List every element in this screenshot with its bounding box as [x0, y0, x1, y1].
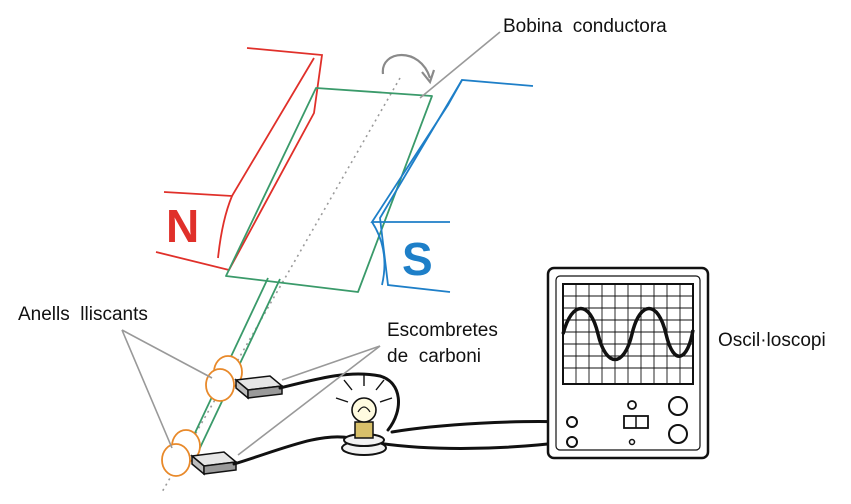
south-pole-label: S	[402, 233, 433, 285]
brushes-label-line2: de carboni	[387, 346, 481, 367]
north-pole-label: N	[166, 200, 199, 252]
control-dial-small	[627, 400, 637, 410]
south-magnet	[370, 79, 534, 293]
input-terminal-top	[566, 416, 578, 428]
coil-label: Bobina conductora	[503, 16, 667, 37]
slip-rings-label: Anells lliscants	[18, 304, 148, 325]
slip-ring-bottom	[161, 429, 201, 477]
rotation-axis	[161, 77, 401, 493]
oscilloscope	[546, 266, 710, 460]
input-terminal-bottom	[566, 436, 578, 448]
control-knob-top	[668, 396, 688, 416]
brushes-label-line1: Escombretes	[387, 320, 498, 341]
control-knob-bottom	[668, 424, 688, 444]
control-dot	[628, 438, 636, 446]
sine-wave-signal	[561, 306, 695, 362]
curved-arrow-icon	[381, 53, 436, 85]
oscilloscope-label: Oscil·loscopi	[718, 330, 826, 351]
carbon-brush-top	[234, 375, 284, 400]
light-bulb-icon	[335, 374, 393, 456]
leader-lines	[121, 31, 501, 456]
carbon-brush-bottom	[190, 451, 238, 476]
north-magnet	[155, 47, 324, 272]
